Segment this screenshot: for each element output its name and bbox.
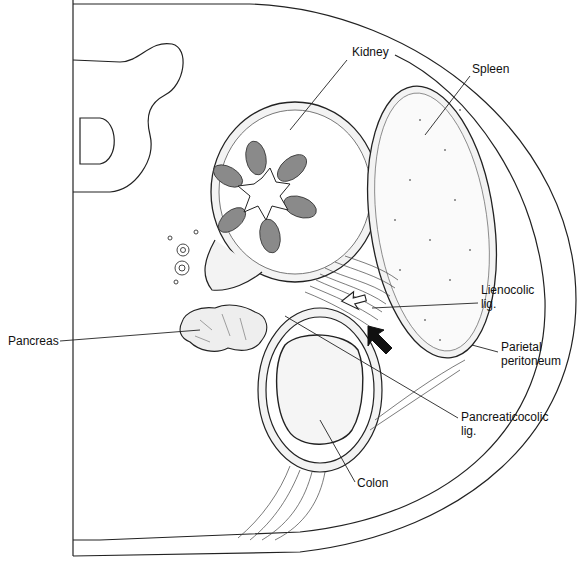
spleen-texture-part — [424, 319, 426, 321]
ligament-hatching-part — [345, 256, 398, 280]
spleen-texture-part — [454, 199, 456, 201]
body-wall — [73, 0, 576, 556]
kidney-lower-pole — [205, 240, 262, 290]
leader-lines-part — [285, 316, 458, 418]
leader-lines-part — [425, 76, 470, 135]
spinal-canal — [80, 118, 114, 164]
spleen-texture-part — [439, 339, 441, 341]
parietal-peritoneum-line — [73, 55, 545, 540]
part-label: Lienocolic lig. — [481, 283, 543, 311]
ligament-hatching-part — [316, 280, 382, 312]
renal-pyramids-part — [214, 203, 250, 237]
mesocolon-hatching — [238, 360, 465, 540]
mesocolon-hatching-part — [250, 470, 300, 540]
renal-vessels — [168, 230, 198, 284]
renal-pyramids-part — [257, 218, 283, 255]
renal-vessels-part — [174, 280, 178, 284]
renal-pyramids-part — [243, 140, 269, 177]
renal-sinus — [238, 168, 290, 220]
renal-vessels-part — [181, 248, 186, 253]
renal-vessels-part — [179, 265, 185, 271]
part-label: Pancreas — [8, 334, 68, 348]
part-label: Colon — [357, 476, 417, 490]
renal-vessels-part — [177, 244, 189, 256]
leader-lines — [60, 60, 498, 482]
leader-lines-part — [290, 60, 347, 130]
spleen-texture-part — [444, 149, 446, 151]
body-outline — [73, 4, 576, 556]
leader-lines-part — [472, 345, 498, 352]
spleen-texture-part — [419, 119, 421, 121]
spleen-capsule — [352, 78, 513, 367]
renal-vessels-part — [168, 236, 172, 240]
pancreas-tail — [180, 305, 267, 351]
spleen-texture-part — [459, 109, 461, 111]
pancreas-lobules — [195, 314, 246, 342]
spleen-drawing — [352, 78, 513, 367]
black-arrow — [368, 326, 392, 354]
leader-lines-part — [372, 303, 478, 308]
vertebra-outline — [73, 44, 183, 192]
kidney-cortex — [219, 110, 371, 274]
leader-lines-part — [320, 420, 355, 482]
mesocolon-hatching-part — [262, 472, 312, 540]
part-label: Parietal peritoneum — [501, 340, 573, 368]
direction-arrows — [340, 289, 392, 354]
spleen-texture-part — [409, 179, 411, 181]
colon-drawing — [238, 308, 465, 540]
leader-lines-part — [60, 330, 200, 341]
colon-lumen — [277, 335, 363, 444]
spleen-texture-part — [399, 269, 401, 271]
renal-pyramids-part — [273, 149, 312, 186]
spleen-texture-part — [429, 239, 431, 241]
part-label: Kidney — [352, 45, 432, 59]
renal-pyramids — [210, 140, 320, 255]
spleen-texture-part — [449, 279, 451, 281]
ligament-hatching-part — [325, 268, 390, 296]
white-arrow — [340, 289, 368, 313]
pancreas-drawing — [180, 305, 267, 351]
part-label: Pancreaticocolic lig. — [461, 410, 563, 438]
colon-peritoneum — [258, 308, 382, 472]
mesocolon-hatching-part — [370, 370, 460, 430]
spleen-texture-part — [394, 219, 396, 221]
ligament-hatching-part — [335, 262, 395, 288]
part-label: Spleen — [472, 62, 552, 76]
mesocolon-hatching-part — [238, 466, 290, 538]
colon-wall — [266, 317, 374, 463]
kidney-drawing — [168, 102, 379, 290]
renal-vessels-part — [194, 230, 198, 234]
mesocolon-hatching-part — [375, 360, 465, 420]
renal-vessels-part — [175, 261, 189, 275]
midline-cut — [72, 0, 73, 556]
spleen-texture-part — [469, 249, 471, 251]
